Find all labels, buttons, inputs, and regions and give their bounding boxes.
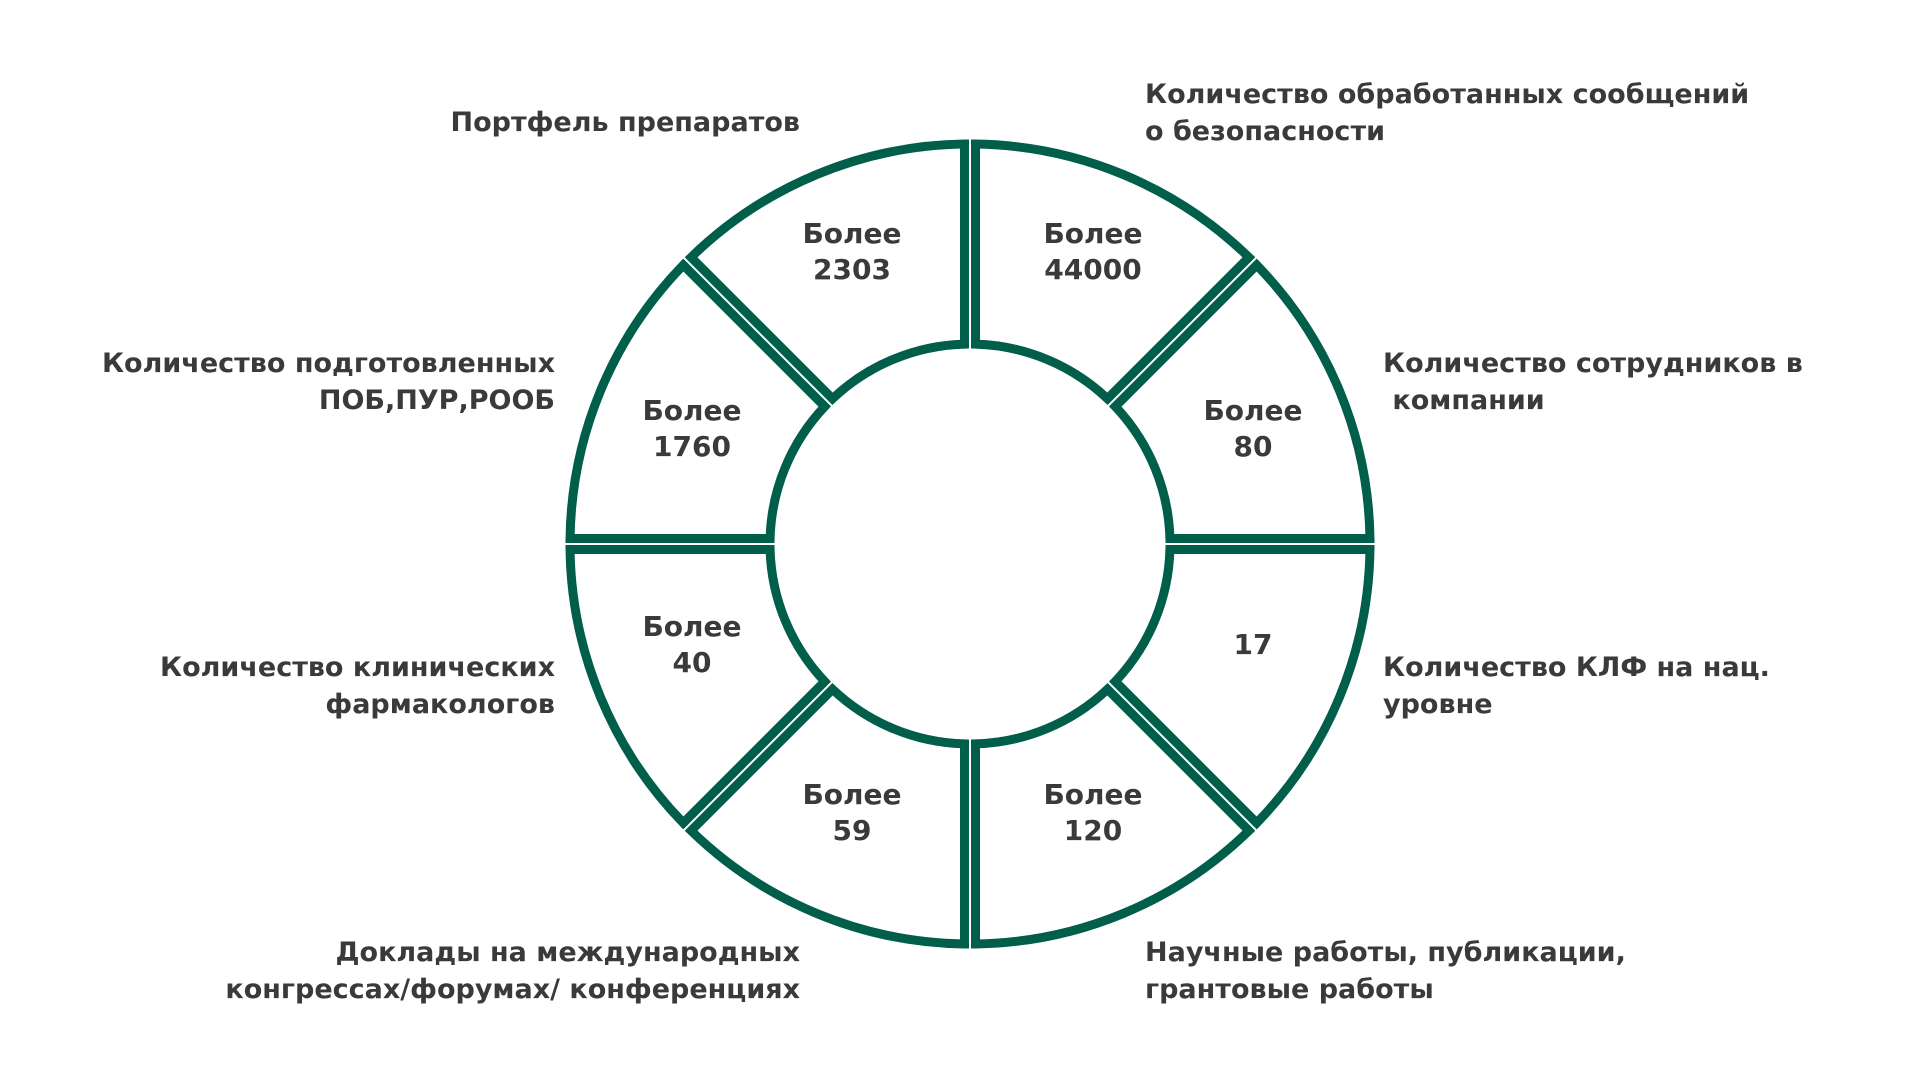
segment-clinical-pharmacologists — [565, 258, 832, 543]
segment-label-line: о безопасности — [1145, 116, 1386, 147]
segment-portfolio — [971, 139, 1256, 406]
segment-label-line: Количество подготовленных — [101, 348, 555, 379]
ring-segments — [565, 139, 1375, 949]
segment-value-line: Более — [1043, 778, 1142, 811]
segment-label-safety-messages: Количество обработанных сообщений о безоп… — [1145, 76, 1765, 150]
segment-value-line: 2303 — [813, 253, 891, 286]
segment-value-klf-national: 17 — [1234, 628, 1273, 661]
segment-safety-messages — [1108, 258, 1375, 543]
segment-label-line: Количество клинических — [160, 652, 555, 683]
segment-label-clinical-pharmacologists: Количество клинических фармакологов — [0, 649, 555, 723]
segment-label-line: Портфель препаратов — [450, 107, 800, 138]
segment-label-line: Научные работы, публикации, — [1145, 937, 1626, 968]
segment-value-line: 80 — [1234, 430, 1273, 463]
segment-label-employees: Количество сотрудников в компании — [1383, 345, 1920, 419]
segment-label-portfolio: Портфель препаратов — [180, 104, 800, 141]
segment-value-line: 17 — [1234, 628, 1273, 661]
segment-label-line: уровне — [1383, 689, 1493, 720]
segment-label-line: конгрессах/форумах/ конференциях — [225, 974, 800, 1005]
segment-value-line: 40 — [673, 646, 712, 679]
segment-value-line: Более — [802, 217, 901, 250]
segment-label-international-reports: Доклады на международных конгрессах/форум… — [180, 934, 800, 1008]
segment-value-line: Более — [1203, 394, 1302, 427]
segment-label-line: ПОБ,ПУР,РООБ — [318, 385, 555, 416]
segment-klf-national — [971, 682, 1256, 949]
segment-value-line: Более — [1043, 217, 1142, 250]
segment-label-line: Количество обработанных сообщений — [1145, 79, 1750, 110]
segment-prepared-reports — [684, 139, 969, 406]
segment-value-line: 1760 — [653, 430, 731, 463]
segment-value-line: 44000 — [1044, 253, 1141, 286]
segment-international-reports — [565, 545, 832, 830]
segment-label-scientific-works: Научные работы, публикации, грантовые раб… — [1145, 934, 1765, 1008]
segment-label-line: Доклады на международных — [335, 937, 800, 968]
segment-scientific-works — [684, 682, 969, 949]
segment-label-klf-national: Количество КЛФ на нац. уровне — [1383, 649, 1920, 723]
segment-label-line: Количество сотрудников в — [1383, 348, 1803, 379]
segment-label-line: грантовые работы — [1145, 974, 1434, 1005]
segment-value-line: Более — [802, 778, 901, 811]
segment-value-line: 59 — [833, 814, 872, 847]
segment-employees — [1108, 545, 1375, 830]
segment-label-line: компании — [1383, 385, 1545, 416]
segment-value-line: 120 — [1064, 814, 1122, 847]
segment-label-line: фармакологов — [325, 689, 555, 720]
segment-value-line: Более — [642, 610, 741, 643]
segment-value-line: Более — [642, 394, 741, 427]
segment-label-line: Количество КЛФ на нац. — [1383, 652, 1770, 683]
